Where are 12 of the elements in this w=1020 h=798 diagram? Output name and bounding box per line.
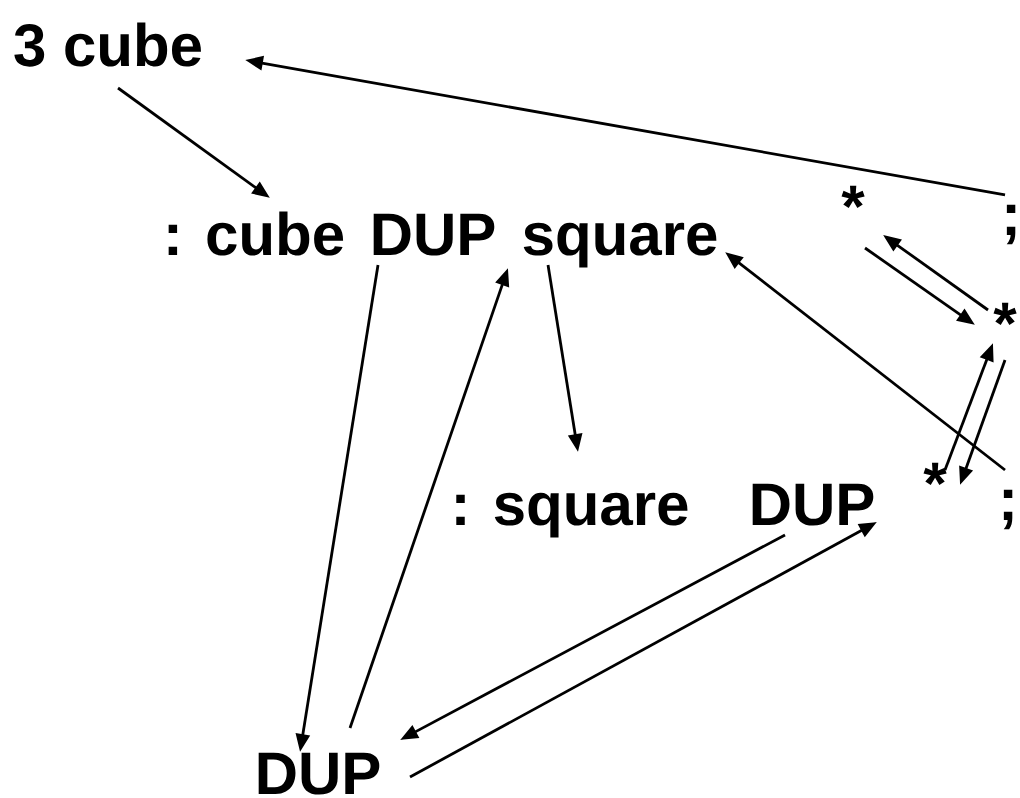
code-word: DUP	[373, 213, 495, 256]
code-word: : square	[456, 492, 688, 538]
code-word: *	[993, 302, 1017, 326]
code-word: 3 cube	[14, 22, 201, 67]
code-word: ;	[1006, 204, 1016, 245]
code-word: square	[523, 222, 717, 268]
code-word: DUP	[752, 483, 874, 526]
code-word: ;	[1003, 489, 1013, 530]
code-word: *	[923, 462, 947, 486]
code-word: *	[841, 185, 865, 209]
code-word: : cube	[168, 211, 344, 256]
code-word: DUP	[258, 752, 380, 795]
